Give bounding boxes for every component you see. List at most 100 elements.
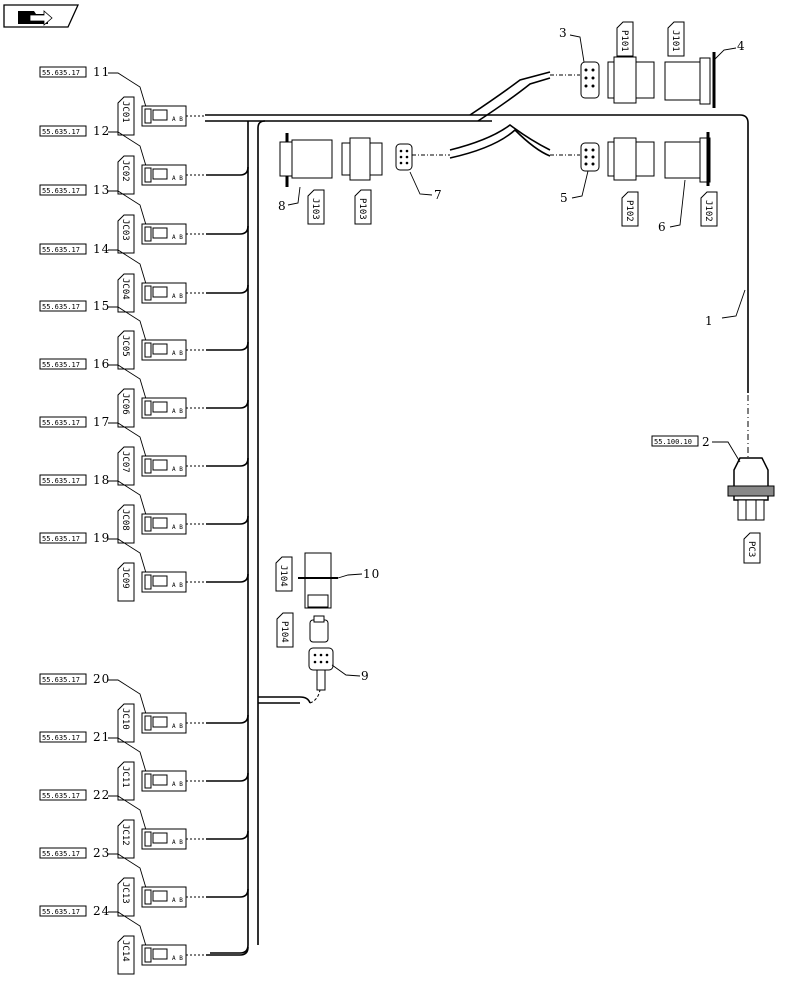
callout-number: 13 bbox=[93, 183, 110, 197]
connector-j103-8[interactable] bbox=[279, 133, 333, 187]
connector-7[interactable] bbox=[395, 143, 413, 171]
sensor-connector[interactable]: A B bbox=[141, 712, 187, 734]
callout-9: 9 bbox=[361, 669, 370, 683]
sensor-connector[interactable]: A B bbox=[141, 944, 187, 966]
connector-p103[interactable] bbox=[341, 137, 383, 181]
callout-number: 18 bbox=[93, 473, 110, 487]
callout-number: 17 bbox=[93, 415, 110, 429]
branch-wire bbox=[206, 457, 249, 467]
harness-trunk bbox=[205, 71, 749, 954]
ref-box[interactable]: 55.635.17 bbox=[39, 66, 87, 78]
connector-p101[interactable] bbox=[607, 56, 655, 104]
svg-text:JC09: JC09 bbox=[120, 567, 130, 589]
connector-flag: JC02 bbox=[117, 155, 135, 195]
ref-box[interactable]: 55.635.17 bbox=[39, 731, 87, 743]
connector-p104[interactable] bbox=[309, 615, 329, 643]
svg-text:JC07: JC07 bbox=[120, 451, 130, 473]
callout-6: 6 bbox=[658, 220, 667, 234]
svg-text:A B: A B bbox=[172, 466, 183, 473]
svg-text:PC3: PC3 bbox=[746, 541, 756, 557]
callout-number: 21 bbox=[93, 730, 110, 744]
callout-number: 15 bbox=[93, 299, 110, 313]
branch-wire bbox=[206, 399, 249, 409]
svg-text:JC04: JC04 bbox=[120, 278, 130, 300]
sensor-connector[interactable]: A B bbox=[141, 770, 187, 792]
label-p102: P102 bbox=[621, 191, 639, 227]
svg-text:P101: P101 bbox=[619, 30, 629, 52]
svg-text:55.635.17: 55.635.17 bbox=[42, 246, 80, 254]
svg-text:P102: P102 bbox=[624, 200, 634, 222]
ref-box[interactable]: 55.635.17 bbox=[39, 905, 87, 917]
ref-box[interactable]: 55.635.17 bbox=[39, 184, 87, 196]
sensor-connector[interactable]: A B bbox=[141, 397, 187, 419]
sensor-connector[interactable]: A B bbox=[141, 513, 187, 535]
ref-box[interactable]: 55.635.17 bbox=[39, 847, 87, 859]
ref-box[interactable]: 55.635.17 bbox=[39, 789, 87, 801]
sensor-connector[interactable]: A B bbox=[141, 455, 187, 477]
svg-text:55.635.17: 55.635.17 bbox=[42, 128, 80, 136]
connector-flag: JC07 bbox=[117, 446, 135, 486]
svg-text:A B: A B bbox=[172, 234, 183, 241]
svg-text:JC05: JC05 bbox=[120, 335, 130, 357]
sensor-connector[interactable]: A B bbox=[141, 223, 187, 245]
connector-j101-4[interactable] bbox=[664, 52, 716, 108]
ref-box[interactable]: 55.635.17 bbox=[39, 125, 87, 137]
ref-box[interactable]: 55.635.17 bbox=[39, 416, 87, 428]
connector-j102-6[interactable] bbox=[664, 132, 711, 186]
connector-j104-10[interactable] bbox=[298, 552, 338, 609]
callout-number: 16 bbox=[93, 357, 110, 371]
svg-text:JC12: JC12 bbox=[120, 824, 130, 846]
svg-text:J104: J104 bbox=[278, 565, 288, 587]
svg-text:A B: A B bbox=[172, 839, 183, 846]
connector-flag: JC06 bbox=[117, 388, 135, 428]
label-j104: J104 bbox=[275, 556, 293, 592]
connector-9[interactable] bbox=[308, 647, 334, 691]
branch-wire bbox=[206, 284, 249, 294]
connector-3[interactable] bbox=[580, 61, 600, 99]
sensor-connector[interactable]: A B bbox=[141, 828, 187, 850]
connector-p102[interactable] bbox=[607, 137, 655, 181]
svg-text:55.100.10: 55.100.10 bbox=[654, 438, 692, 446]
branch-wire bbox=[206, 341, 249, 351]
ref-box[interactable]: 55.635.17 bbox=[39, 532, 87, 544]
sensor-connector[interactable]: A B bbox=[141, 105, 187, 127]
arrow-folder-icon bbox=[18, 10, 53, 26]
svg-text:JC08: JC08 bbox=[120, 509, 130, 531]
connector-flag: JC05 bbox=[117, 330, 135, 370]
branch-wire bbox=[206, 714, 249, 724]
svg-text:A B: A B bbox=[172, 350, 183, 357]
callout-7: 7 bbox=[434, 188, 443, 202]
sensor-connector[interactable]: A B bbox=[141, 339, 187, 361]
sensor-connector[interactable]: A B bbox=[141, 571, 187, 593]
connector-5[interactable] bbox=[580, 142, 600, 172]
svg-text:A B: A B bbox=[172, 116, 183, 123]
ref-box[interactable]: 55.635.17 bbox=[39, 673, 87, 685]
svg-text:55.635.17: 55.635.17 bbox=[42, 419, 80, 427]
callout-number: 22 bbox=[93, 788, 110, 802]
callout-5: 5 bbox=[560, 191, 569, 205]
ref-box[interactable]: 55.635.17 bbox=[39, 474, 87, 486]
sensor-connector[interactable]: A B bbox=[141, 886, 187, 908]
svg-text:55.635.17: 55.635.17 bbox=[42, 477, 80, 485]
nav-button[interactable] bbox=[3, 4, 80, 28]
svg-text:J103: J103 bbox=[310, 198, 320, 220]
ref-box[interactable]: 55.635.17 bbox=[39, 358, 87, 370]
ref-box[interactable]: 55.635.17 bbox=[39, 243, 87, 255]
connector-pc3[interactable] bbox=[727, 457, 775, 521]
callout-2: 2 bbox=[702, 435, 711, 449]
svg-text:JC11: JC11 bbox=[120, 766, 130, 788]
sensor-connector[interactable]: A B bbox=[141, 164, 187, 186]
ref-box-right[interactable]: 55.100.10 bbox=[651, 435, 699, 447]
svg-text:55.635.17: 55.635.17 bbox=[42, 850, 80, 858]
label-p104: P104 bbox=[276, 612, 294, 648]
svg-text:55.635.17: 55.635.17 bbox=[42, 734, 80, 742]
label-p101: P101 bbox=[616, 21, 634, 57]
svg-text:55.635.17: 55.635.17 bbox=[42, 535, 80, 543]
ref-box[interactable]: 55.635.17 bbox=[39, 300, 87, 312]
sensor-connector[interactable]: A B bbox=[141, 282, 187, 304]
